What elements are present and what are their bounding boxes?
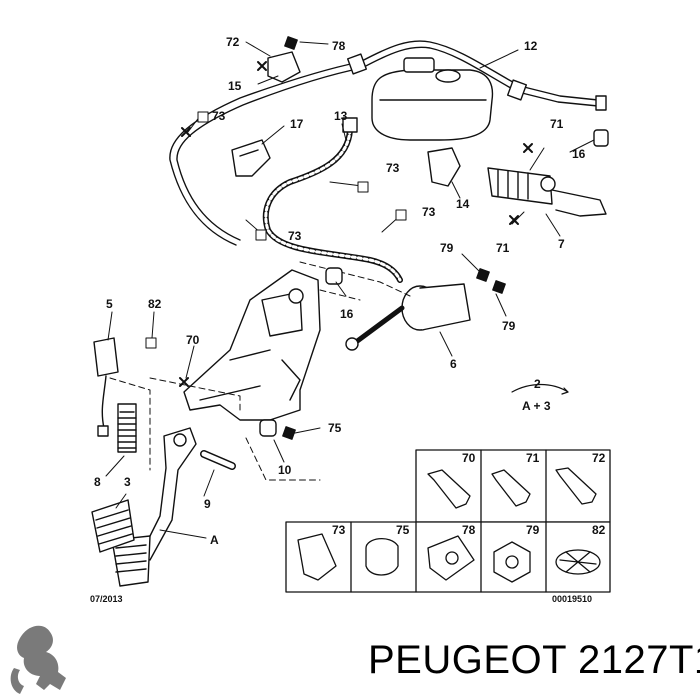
legend-label-75: 75 — [396, 523, 410, 537]
callout-72: 72 — [226, 35, 240, 49]
master-cylinder-6 — [345, 283, 471, 351]
hydraulic-pipe-12 — [169, 40, 607, 246]
callout-2-sub: A + 3 — [522, 399, 551, 413]
callout-2: 2 — [534, 377, 541, 391]
pedal-pad-3 — [91, 499, 135, 553]
bracket-15 — [267, 51, 301, 83]
reference-code: 00019510 — [552, 594, 592, 604]
fitting-14 — [427, 147, 461, 187]
pivot-pin-9 — [200, 450, 236, 470]
date-code: 07/2013 — [90, 594, 123, 604]
legend-label-73: 73 — [332, 523, 346, 537]
callout-71-a: 71 — [550, 117, 564, 131]
callout-82: 82 — [148, 297, 162, 311]
callout-73-a: 73 — [212, 109, 226, 123]
callout-78: 78 — [332, 39, 346, 53]
legend-label-72: 72 — [592, 451, 606, 465]
legend-label-78: 78 — [462, 523, 476, 537]
callout-A: A — [210, 533, 219, 547]
callout-17: 17 — [290, 117, 304, 131]
peugeot-lion-logo-icon — [10, 625, 66, 694]
callout-15: 15 — [228, 79, 242, 93]
legend-table — [285, 449, 611, 593]
pedal-bracket — [183, 269, 321, 421]
callout-7: 7 — [558, 237, 565, 251]
clutch-pedal-A — [111, 427, 197, 587]
callout-70: 70 — [186, 333, 200, 347]
fluid-reservoir — [371, 57, 494, 141]
slave-cylinder-7 — [487, 167, 607, 217]
callout-71-b: 71 — [496, 241, 510, 255]
callout-73-d: 73 — [288, 229, 302, 243]
callout-6: 6 — [450, 357, 457, 371]
callout-8: 8 — [94, 475, 101, 489]
legend-label-70: 70 — [462, 451, 476, 465]
flexible-hose-13 — [262, 117, 403, 283]
legend-label-71: 71 — [526, 451, 540, 465]
assist-spring-8 — [117, 403, 137, 453]
bushing-16b — [325, 267, 343, 285]
callout-10: 10 — [278, 463, 292, 477]
callout-3: 3 — [124, 475, 131, 489]
callout-5: 5 — [106, 297, 113, 311]
pedal-sensor-5 — [93, 337, 119, 437]
callout-13: 13 — [334, 109, 348, 123]
callout-16-b: 16 — [340, 307, 354, 321]
clip-17 — [231, 139, 271, 177]
callout-14: 14 — [456, 197, 470, 211]
callout-79-a: 79 — [440, 241, 454, 255]
callout-16-a: 16 — [572, 147, 586, 161]
brand-part-number: PEUGEOT 2127T1 — [368, 638, 700, 682]
legend-label-82: 82 — [592, 523, 606, 537]
legend-label-79: 79 — [526, 523, 540, 537]
callout-12: 12 — [524, 39, 538, 53]
callout-9: 9 — [204, 497, 211, 511]
callout-75: 75 — [328, 421, 342, 435]
callout-73-c: 73 — [422, 205, 436, 219]
callout-73-b: 73 — [386, 161, 400, 175]
bushing-10 — [259, 419, 277, 437]
callout-79-b: 79 — [502, 319, 516, 333]
plug-16 — [593, 129, 609, 147]
